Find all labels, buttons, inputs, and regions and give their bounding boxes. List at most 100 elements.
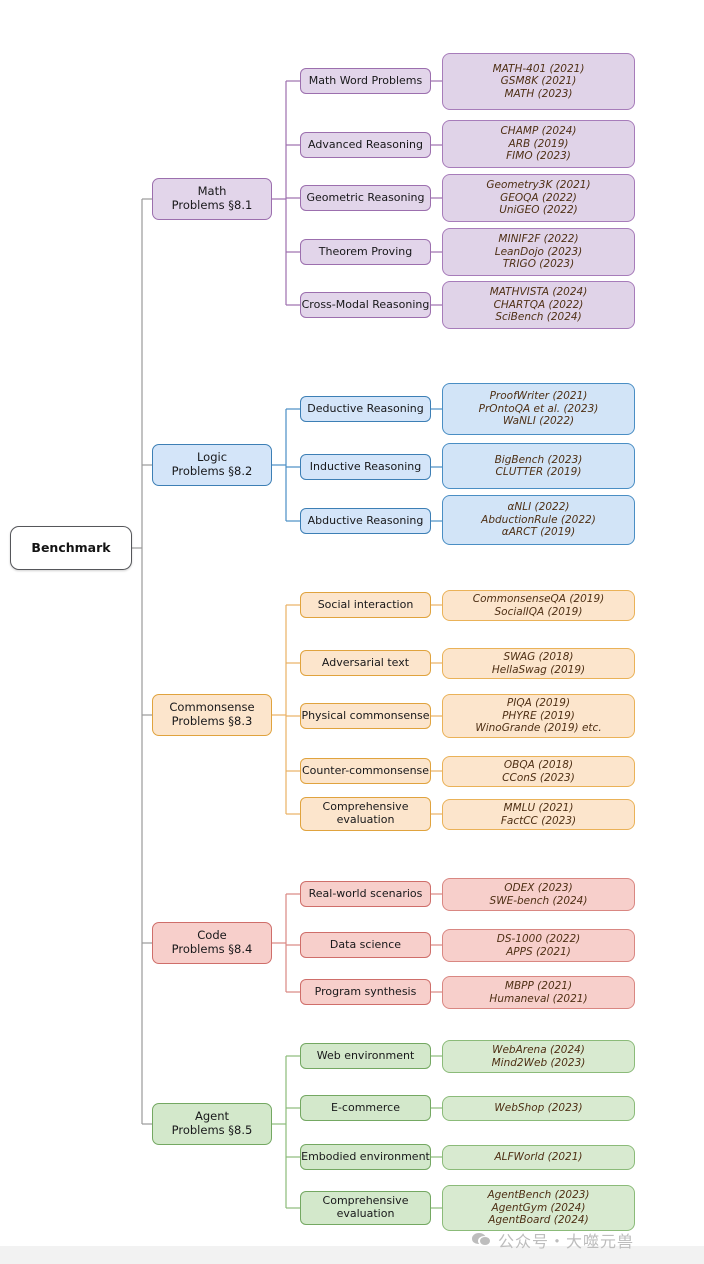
benchmark-item: AbductionRule (2022) [481, 513, 596, 526]
subcategory-node[interactable]: Physical commonsense [300, 703, 431, 729]
benchmark-item: TRIGO (2023) [502, 258, 575, 271]
benchmark-item: ARB (2019) [508, 137, 569, 150]
benchmark-list-node[interactable]: DS-1000 (2022)APPS (2021) [442, 929, 635, 962]
subcategory-node[interactable]: Advanced Reasoning [300, 132, 431, 158]
benchmark-item: MATH-401 (2021) [492, 62, 585, 75]
subcategory-label: Physical commonsense [301, 708, 430, 722]
benchmark-list-node[interactable]: CommonsenseQA (2019)SocialIQA (2019) [442, 590, 635, 621]
root-node-benchmark[interactable]: Benchmark [10, 526, 132, 570]
benchmark-list-node[interactable]: MATHVISTA (2024)CHARTQA (2022)SciBench (… [442, 281, 635, 329]
benchmark-item: AgentGym (2024) [491, 1201, 586, 1214]
subcategory-label: Adversarial text [321, 655, 410, 669]
benchmark-item: ALFWorld (2021) [494, 1151, 583, 1164]
subcategory-label: Real-world scenarios [308, 886, 423, 900]
subcategory-label: Theorem Proving [318, 244, 413, 258]
subcategory-node[interactable]: Math Word Problems [300, 68, 431, 94]
subcategory-label-line2: evaluation [336, 813, 395, 826]
benchmark-item: Geometry3K (2021) [486, 179, 591, 192]
subcategory-label: Advanced Reasoning [308, 137, 423, 151]
subcategory-label: Program synthesis [314, 984, 417, 998]
category-label-line2: Problems §8.4 [171, 942, 253, 956]
subcategory-label: Abductive Reasoning [307, 513, 424, 527]
benchmark-list-node[interactable]: WebShop (2023) [442, 1096, 635, 1121]
benchmark-item: MMLU (2021) [503, 802, 574, 815]
benchmark-item: AgentBoard (2024) [488, 1214, 589, 1227]
benchmark-item: WebArena (2024) [492, 1044, 585, 1057]
benchmark-item: CommonsenseQA (2019) [472, 593, 605, 606]
benchmark-list-node[interactable]: ProofWriter (2021)PrOntoQA et al. (2023)… [442, 383, 635, 435]
watermark-text: 公众号・大噬元兽 [498, 1232, 635, 1251]
subcategory-node[interactable]: Abductive Reasoning [300, 508, 431, 534]
category-label-line2: Problems §8.3 [171, 714, 253, 728]
benchmark-item: αARCT (2019) [501, 526, 576, 539]
category-label-line1: Agent [194, 1109, 230, 1124]
benchmark-item: UniGEO (2022) [499, 204, 578, 217]
benchmark-list-node[interactable]: PIQA (2019)PHYRE (2019)WinoGrande (2019)… [442, 694, 635, 738]
benchmark-item: MBPP (2021) [504, 980, 573, 993]
subcategory-node[interactable]: Counter-commonsense [300, 758, 431, 784]
subcategory-node[interactable]: Embodied environment [300, 1144, 431, 1170]
benchmark-item: ODEX (2023) [504, 882, 573, 895]
benchmark-list-node[interactable]: ODEX (2023)SWE-bench (2024) [442, 878, 635, 911]
subcategory-label-line2: evaluation [336, 1207, 395, 1220]
benchmark-list-node[interactable]: ALFWorld (2021) [442, 1145, 635, 1170]
category-label-line2: Problems §8.1 [171, 198, 253, 212]
subcategory-node[interactable]: Adversarial text [300, 650, 431, 676]
benchmark-list-node[interactable]: WebArena (2024)Mind2Web (2023) [442, 1040, 635, 1073]
watermark: 公众号・大噬元兽 [472, 1228, 634, 1252]
category-label-line1: Math [197, 184, 227, 199]
subcategory-node[interactable]: Real-world scenarios [300, 881, 431, 907]
benchmark-item: GSM8K (2021) [500, 75, 577, 88]
benchmark-item: αNLI (2022) [507, 501, 570, 514]
benchmark-item: FIMO (2023) [506, 150, 571, 163]
subcategory-node[interactable]: E-commerce [300, 1095, 431, 1121]
subcategory-label: Web environment [316, 1048, 415, 1062]
benchmark-list-node[interactable]: MBPP (2021)Humaneval (2021) [442, 976, 635, 1009]
subcategory-node[interactable]: Social interaction [300, 592, 431, 618]
subcategory-node[interactable]: Program synthesis [300, 979, 431, 1005]
subcategory-label: Deductive Reasoning [307, 401, 424, 415]
benchmark-list-node[interactable]: SWAG (2018)HellaSwag (2019) [442, 648, 635, 679]
subcategory-node[interactable]: Deductive Reasoning [300, 396, 431, 422]
benchmark-item: PrOntoQA et al. (2023) [478, 402, 599, 415]
wechat-icon [472, 1232, 491, 1248]
benchmark-item: SWE-bench (2024) [489, 894, 588, 907]
subcategory-label: Embodied environment [301, 1149, 430, 1163]
benchmark-list-node[interactable]: AgentBench (2023)AgentGym (2024)AgentBoa… [442, 1185, 635, 1231]
benchmark-item: HellaSwag (2019) [491, 663, 586, 676]
subcategory-node[interactable]: Web environment [300, 1043, 431, 1069]
benchmark-list-node[interactable]: MINIF2F (2022)LeanDojo (2023)TRIGO (2023… [442, 228, 635, 276]
subcategory-node[interactable]: Inductive Reasoning [300, 454, 431, 480]
benchmark-item: PIQA (2019) [506, 697, 571, 710]
benchmark-item: SciBench (2024) [495, 311, 582, 324]
benchmark-item: LeanDojo (2023) [494, 245, 583, 258]
subcategory-node[interactable]: Theorem Proving [300, 239, 431, 265]
subcategory-label-line1: Comprehensive [322, 1194, 409, 1208]
benchmark-list-node[interactable]: OBQA (2018)CConS (2023) [442, 756, 635, 787]
subcategory-node[interactable]: Cross-Modal Reasoning [300, 292, 431, 318]
benchmark-list-node[interactable]: αNLI (2022)AbductionRule (2022)αARCT (20… [442, 495, 635, 545]
benchmark-list-node[interactable]: BigBench (2023)CLUTTER (2019) [442, 443, 635, 489]
benchmark-list-node[interactable]: CHAMP (2024)ARB (2019)FIMO (2023) [442, 120, 635, 168]
benchmark-list-node[interactable]: MMLU (2021)FactCC (2023) [442, 799, 635, 830]
subcategory-node[interactable]: Geometric Reasoning [300, 185, 431, 211]
subcategory-label: Inductive Reasoning [309, 459, 422, 473]
benchmark-list-node[interactable]: Geometry3K (2021)GEOQA (2022)UniGEO (202… [442, 174, 635, 222]
benchmark-item: Mind2Web (2023) [491, 1056, 586, 1069]
subcategory-label: E-commerce [331, 1100, 400, 1114]
benchmark-item: SocialIQA (2019) [494, 605, 583, 618]
benchmark-list-node[interactable]: MATH-401 (2021)GSM8K (2021)MATH (2023) [442, 53, 635, 110]
benchmark-item: CConS (2023) [502, 771, 575, 784]
benchmark-item: AgentBench (2023) [487, 1189, 590, 1202]
subcategory-node[interactable]: Data science [300, 932, 431, 958]
benchmark-item: APPS (2021) [506, 945, 571, 958]
benchmark-item: BigBench (2023) [494, 453, 583, 466]
